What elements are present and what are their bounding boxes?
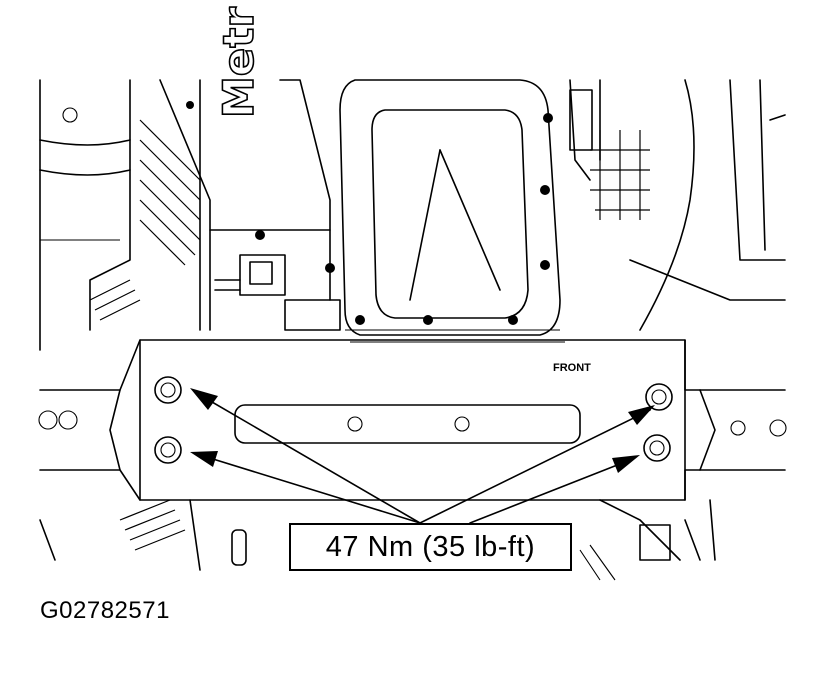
- lower-details: [39, 499, 716, 581]
- mounting-bolts: [154, 376, 673, 464]
- torque-spec-callout: 47 Nm (35 lb-ft): [289, 523, 572, 571]
- right-side-parts: [569, 79, 786, 331]
- pan-bolts: [255, 113, 553, 325]
- crossmember-plate: [38, 339, 787, 501]
- leader-arrows: [190, 388, 655, 524]
- front-marker: FRONT: [553, 362, 591, 374]
- figure-id: G02782571: [40, 597, 170, 624]
- casting-text: Metr: [213, 6, 264, 119]
- oil-pan-outline: [339, 79, 565, 343]
- left-housing: [39, 79, 331, 351]
- sensor-connector: [214, 254, 341, 331]
